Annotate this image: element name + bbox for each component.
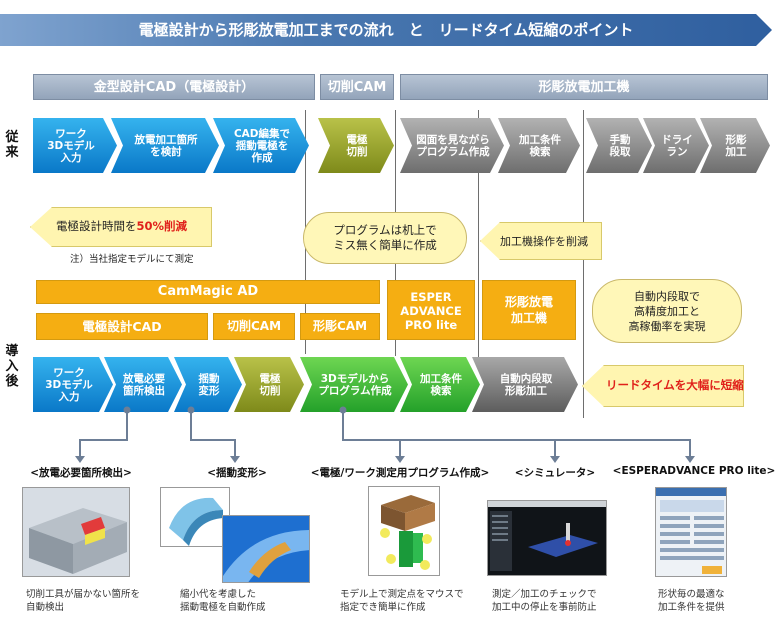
before-step-9: 形彫 加工 xyxy=(700,118,770,173)
divider-edm-2 xyxy=(583,110,584,418)
auto-setup-bubble: 自動内段取で 高精度加工と 高稼働率を実現 xyxy=(592,279,742,343)
product-esper: ESPER ADVANCE PRO lite xyxy=(387,280,475,340)
esper-image xyxy=(655,487,727,577)
before-step-6: 加工条件 検索 xyxy=(498,118,580,173)
detect-image xyxy=(22,487,130,577)
before-step-2: 放電加工箇所 を検討 xyxy=(111,118,219,173)
header-cam: 切削CAM xyxy=(320,74,394,100)
feature-label-detect: <放電必要箇所検出> xyxy=(30,467,132,479)
machine-arrow xyxy=(480,222,602,260)
header-mold-cad: 金型設計CAD（電極設計） xyxy=(33,74,315,100)
program-bubble: プログラムは机上で ミス無く簡単に作成 xyxy=(303,212,467,264)
before-step-3: CAD編集で 揺動電極を 作成 xyxy=(213,118,309,173)
connector-program xyxy=(342,410,691,460)
arrowhead-esper xyxy=(685,456,695,463)
arrowhead-simulator xyxy=(550,456,560,463)
leadtime-arrow xyxy=(582,365,744,407)
leadtime-text: リードタイムを大幅に短縮 xyxy=(606,378,744,392)
connector-dot-detect xyxy=(123,406,131,414)
caption-program: モデル上で測定点をマウスで 指定でき簡単に作成 xyxy=(340,589,464,613)
product-edm-machine: 形彫放電 加工機 xyxy=(482,280,576,340)
product-shape-cam: 形彫CAM xyxy=(300,313,380,340)
caption-esper: 形状毎の最適な 加工条件を提供 xyxy=(658,589,725,613)
after-step-2: 放電必要 箇所検出 xyxy=(104,357,182,412)
product-cutting-cam: 切削CAM xyxy=(213,313,295,340)
program-image xyxy=(368,486,440,576)
after-step-5: 3Dモデルから プログラム作成 xyxy=(300,357,408,412)
connector-detect xyxy=(79,410,128,460)
connector-dot-program xyxy=(339,406,347,414)
swing-image-2 xyxy=(222,515,310,583)
row-label-after: 導 入 後 xyxy=(5,344,19,389)
title-banner: 電極設計から形彫放電加工までの流れ と リードタイム短縮のポイント xyxy=(0,14,772,46)
swing-image-1 xyxy=(160,487,230,547)
feature-label-simulator: <シミュレータ> xyxy=(514,467,596,479)
reduction-arrow xyxy=(30,207,212,247)
caption-detect: 切削工具が届かない箇所を 自動検出 xyxy=(26,589,141,613)
feature-label-swing: <揺動変形> xyxy=(207,467,267,479)
before-step-1: ワーク 3Dモデル 入力 xyxy=(33,118,117,173)
connector-dot-swing xyxy=(187,406,195,414)
before-step-4: 電極 切削 xyxy=(318,118,394,173)
reduction-text: 電極設計時間を50%削減 xyxy=(56,219,188,233)
divider-edm-1 xyxy=(478,110,479,358)
machine-callout-text: 加工機操作を削減 xyxy=(500,235,588,248)
arrowhead-detect xyxy=(75,456,85,463)
after-step-6: 加工条件 検索 xyxy=(400,357,480,412)
caption-simulator: 測定／加工のチェックで 加工中の停止を事前防止 xyxy=(492,589,597,613)
page-title: 電極設計から形彫放電加工までの流れ と リードタイム短縮のポイント xyxy=(138,21,634,39)
product-electrode-cad: 電極設計CAD xyxy=(36,313,208,340)
simulator-image xyxy=(487,500,607,576)
feature-connectors xyxy=(75,406,695,463)
header-edm: 形彫放電加工機 xyxy=(400,74,768,100)
after-step-7: 自動内段取 形彫加工 xyxy=(472,357,578,412)
after-step-1: ワーク 3Dモデル 入力 xyxy=(33,357,113,412)
connector-swing xyxy=(190,410,236,460)
before-step-7: 手動 段取 xyxy=(586,118,652,173)
before-step-8: ドライ ラン xyxy=(643,118,709,173)
feature-label-program: <電極/ワーク測定用プログラム作成> xyxy=(310,467,490,479)
arrowhead-program xyxy=(395,456,405,463)
product-camagic: CamMagic AD xyxy=(36,280,380,304)
row-label-before: 従 来 xyxy=(5,130,19,160)
arrowhead-swing xyxy=(230,456,240,463)
feature-label-esper: <ESPERADVANCE PRO lite> xyxy=(612,465,776,477)
before-step-5: 図面を見ながら プログラム作成 xyxy=(400,118,504,173)
caption-swing: 縮小代を考慮した 揺動電極を自動作成 xyxy=(180,589,266,613)
reduction-note: 注）当社指定モデルにて測定 xyxy=(70,254,194,265)
